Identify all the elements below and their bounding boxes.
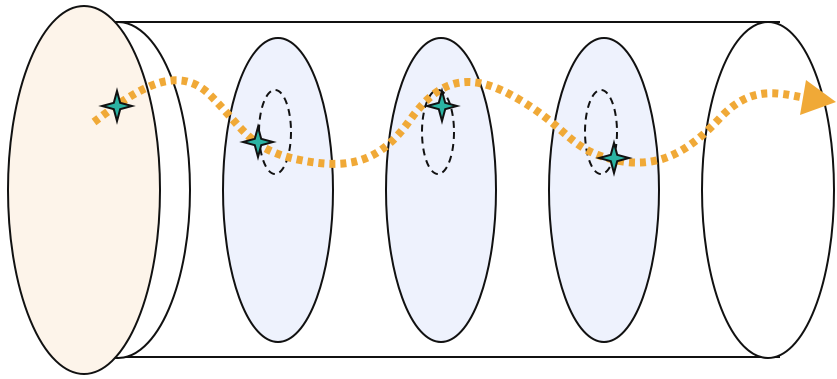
dashed-ring-2 <box>421 89 455 175</box>
slice-group <box>222 37 660 343</box>
triangle-arrow-icon <box>800 80 836 115</box>
dashed-ring-1 <box>258 89 292 175</box>
ring-group <box>258 89 618 175</box>
four-point-star-icon <box>98 87 136 125</box>
front-end-cap <box>7 5 161 375</box>
cross-section-slice-1 <box>222 37 334 343</box>
four-point-star-icon <box>239 123 277 161</box>
particle-path <box>91 76 806 168</box>
back-end-cap <box>701 21 835 359</box>
four-point-star-icon <box>595 139 633 177</box>
four-point-star-icon <box>423 87 461 125</box>
cylinder-body <box>112 21 780 358</box>
cross-section-slice-3 <box>548 37 660 343</box>
marker-group <box>98 87 633 177</box>
dashed-ring-3 <box>584 89 618 175</box>
